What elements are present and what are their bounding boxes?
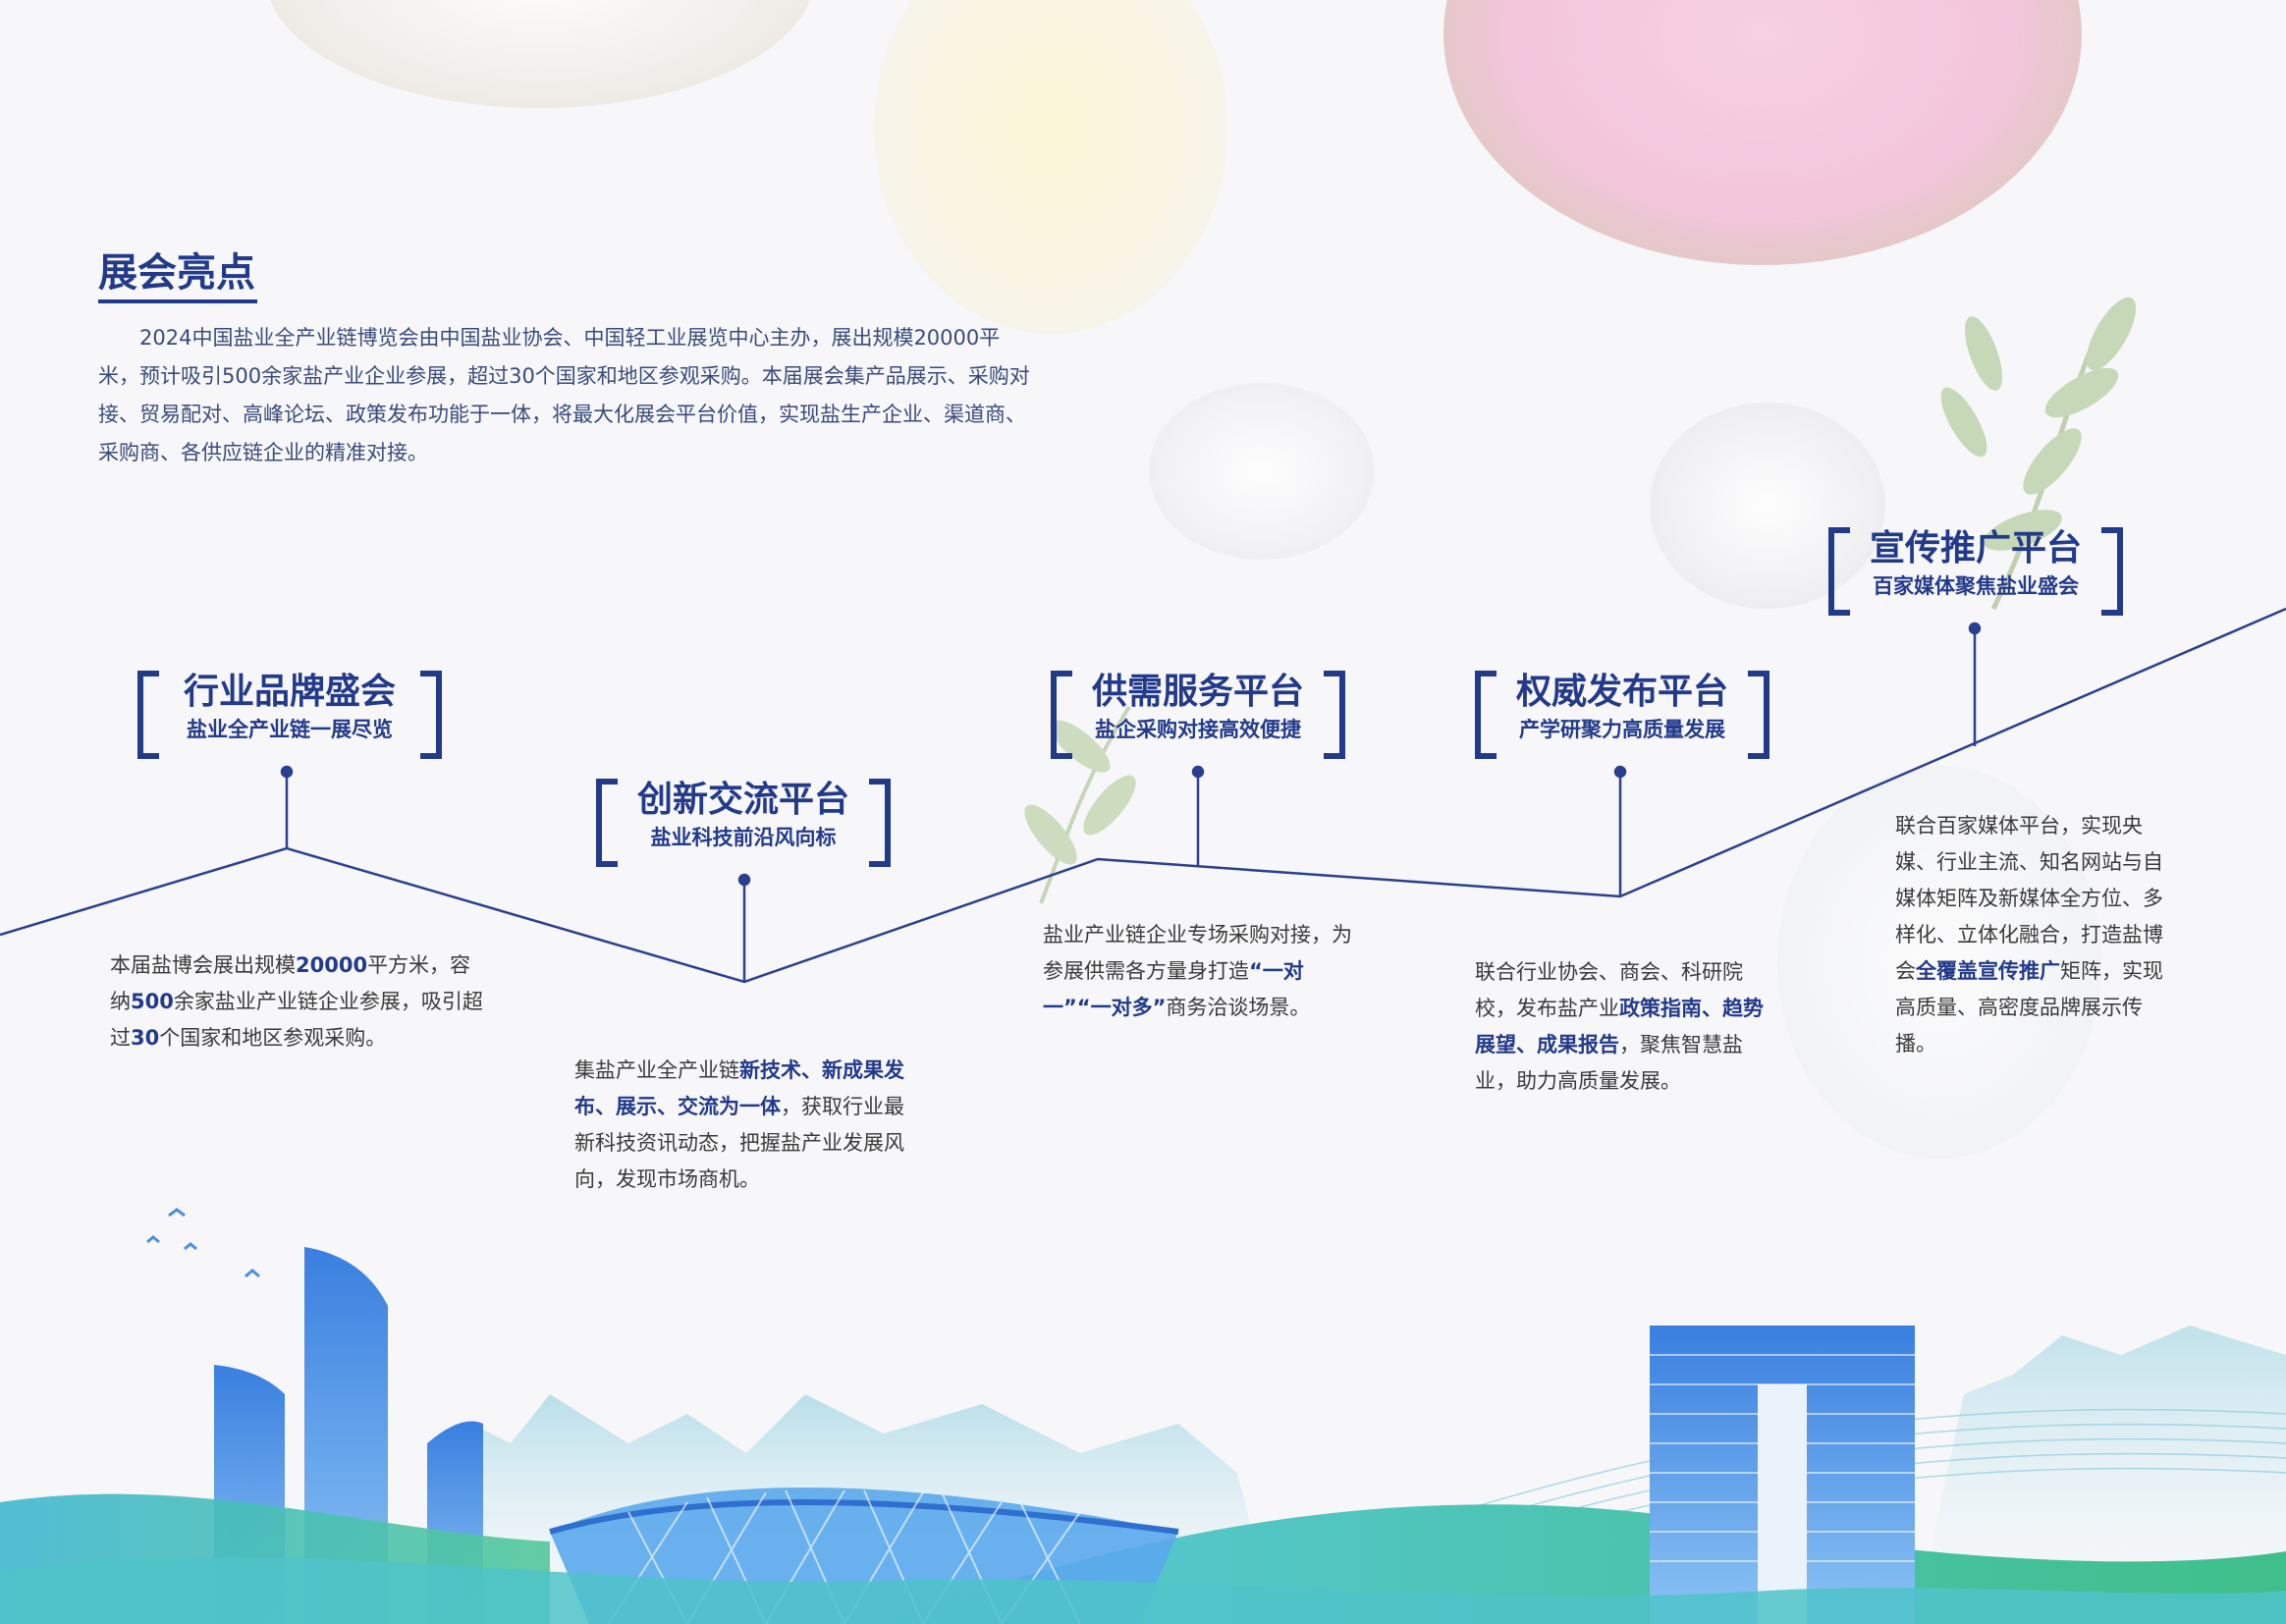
jar-decoration: [1777, 766, 2101, 1159]
desc-text: 平方米，容纳: [110, 953, 471, 1013]
highlight-subtitle: 盐企采购对接高效便捷: [1095, 718, 1301, 741]
desc-text: 联合行业协会、商会、科研院校，发布盐产业: [1475, 960, 1743, 1020]
desc-text: ，获取行业最新科技资讯动态，把握盐产业发展风向，发现市场商机。: [574, 1095, 904, 1191]
highlight-desc-3: 盐业产业链企业专场采购对接，为参展供需各方量身打造“一对一”“一对多”商务洽谈场…: [1043, 917, 1357, 1026]
desc-emphasis: 30: [131, 1026, 160, 1050]
desc-text: 矩阵，实现高质量、高密度品牌展示传播。: [1895, 959, 2163, 1056]
desc-text: 本届盐博会展出规模: [110, 953, 296, 977]
highlight-badge-2: 创新交流平台 盐业科技前沿风向标: [596, 779, 891, 867]
desc-emphasis: 20000: [296, 953, 368, 977]
highlight-badge-3: 供需服务平台 盐企采购对接高效便捷: [1051, 671, 1345, 759]
mountain-decoration-right: [1915, 1326, 2286, 1624]
hill-foreground: [0, 1557, 2286, 1624]
desc-emphasis: 新技术、新成果发布、展示、交流为一体: [574, 1058, 904, 1118]
desc-emphasis: “一对一”“一对多”: [1043, 959, 1304, 1019]
title-underline: [98, 299, 257, 303]
desc-text: 集盐产业全产业链: [574, 1058, 739, 1082]
desc-text: ，聚焦智慧盐业，助力高质量发展。: [1475, 1033, 1743, 1093]
birds-icon: [146, 1208, 260, 1278]
cotton-decoration: [1149, 383, 1375, 560]
highlight-badge-5: 宣传推广平台 百家媒体聚焦盐业盛会: [1828, 527, 2123, 616]
timeline-line: [0, 607, 2286, 984]
leaf-decoration: [1940, 297, 2137, 611]
intro-paragraph: 2024中国盐业全产业链博览会由中国盐业协会、中国轻工业展览中心主办，展出规模2…: [98, 326, 1030, 464]
highlight-badge-1: 行业品牌盛会 盐业全产业链一展尽览: [137, 671, 442, 759]
leaf-decoration-2: [1024, 705, 1136, 904]
highlight-subtitle: 百家媒体聚焦盐业盛会: [1873, 574, 2079, 598]
desc-emphasis: 政策指南、趋势展望、成果报告: [1475, 997, 1764, 1056]
highlight-badge-4: 权威发布平台 产学研聚力高质量发展: [1475, 671, 1769, 759]
oil-jar-decoration: [874, 0, 1227, 334]
desc-text: 余家盐业产业链企业参展，吸引超过: [110, 990, 483, 1050]
gate-building: [1650, 1326, 1915, 1624]
highlight-subtitle: 盐业科技前沿风向标: [650, 826, 837, 849]
highlight-desc-2: 集盐产业全产业链新技术、新成果发布、展示、交流为一体，获取行业最新科技资讯动态，…: [574, 1053, 913, 1198]
highlight-desc-4: 联合行业协会、商会、科研院校，发布盐产业政策指南、趋势展望、成果报告，聚焦智慧盐…: [1475, 954, 1779, 1100]
timeline-connectors: [280, 622, 1982, 982]
highlight-subtitle: 产学研聚力高质量发展: [1519, 718, 1725, 741]
desc-emphasis: 全覆盖宣传推广: [1916, 959, 2060, 983]
highlight-title: 供需服务平台: [1091, 672, 1304, 712]
highlight-desc-5: 联合百家媒体平台，实现央媒、行业主流、知名网站与自媒体矩阵及新媒体全方位、多样化…: [1895, 808, 2180, 1062]
highlight-title: 权威发布平台: [1515, 672, 1728, 712]
cotton-decoration-2: [1650, 403, 1885, 609]
desc-text: 盐业产业链企业专场采购对接，为参展供需各方量身打造: [1043, 923, 1352, 983]
highlight-subtitle: 盐业全产业链一展尽览: [187, 718, 393, 741]
desc-text: 联合百家媒体平台，实现央媒、行业主流、知名网站与自媒体矩阵及新媒体全方位、多样化…: [1895, 814, 2163, 983]
highlight-title: 创新交流平台: [636, 780, 849, 820]
highlight-desc-1: 本届盐博会展出规模20000平方米，容纳500余家盐业产业链企业参展，吸引超过3…: [110, 947, 483, 1056]
desc-text: 个国家和地区参观采购。: [159, 1026, 387, 1050]
highlight-title: 宣传推广平台: [1869, 528, 2082, 568]
desc-emphasis: 500: [131, 990, 174, 1013]
section-title: 展会亮点: [98, 250, 255, 296]
highlight-title: 行业品牌盛会: [183, 672, 396, 712]
desc-text: 商务洽谈场景。: [1166, 996, 1311, 1019]
